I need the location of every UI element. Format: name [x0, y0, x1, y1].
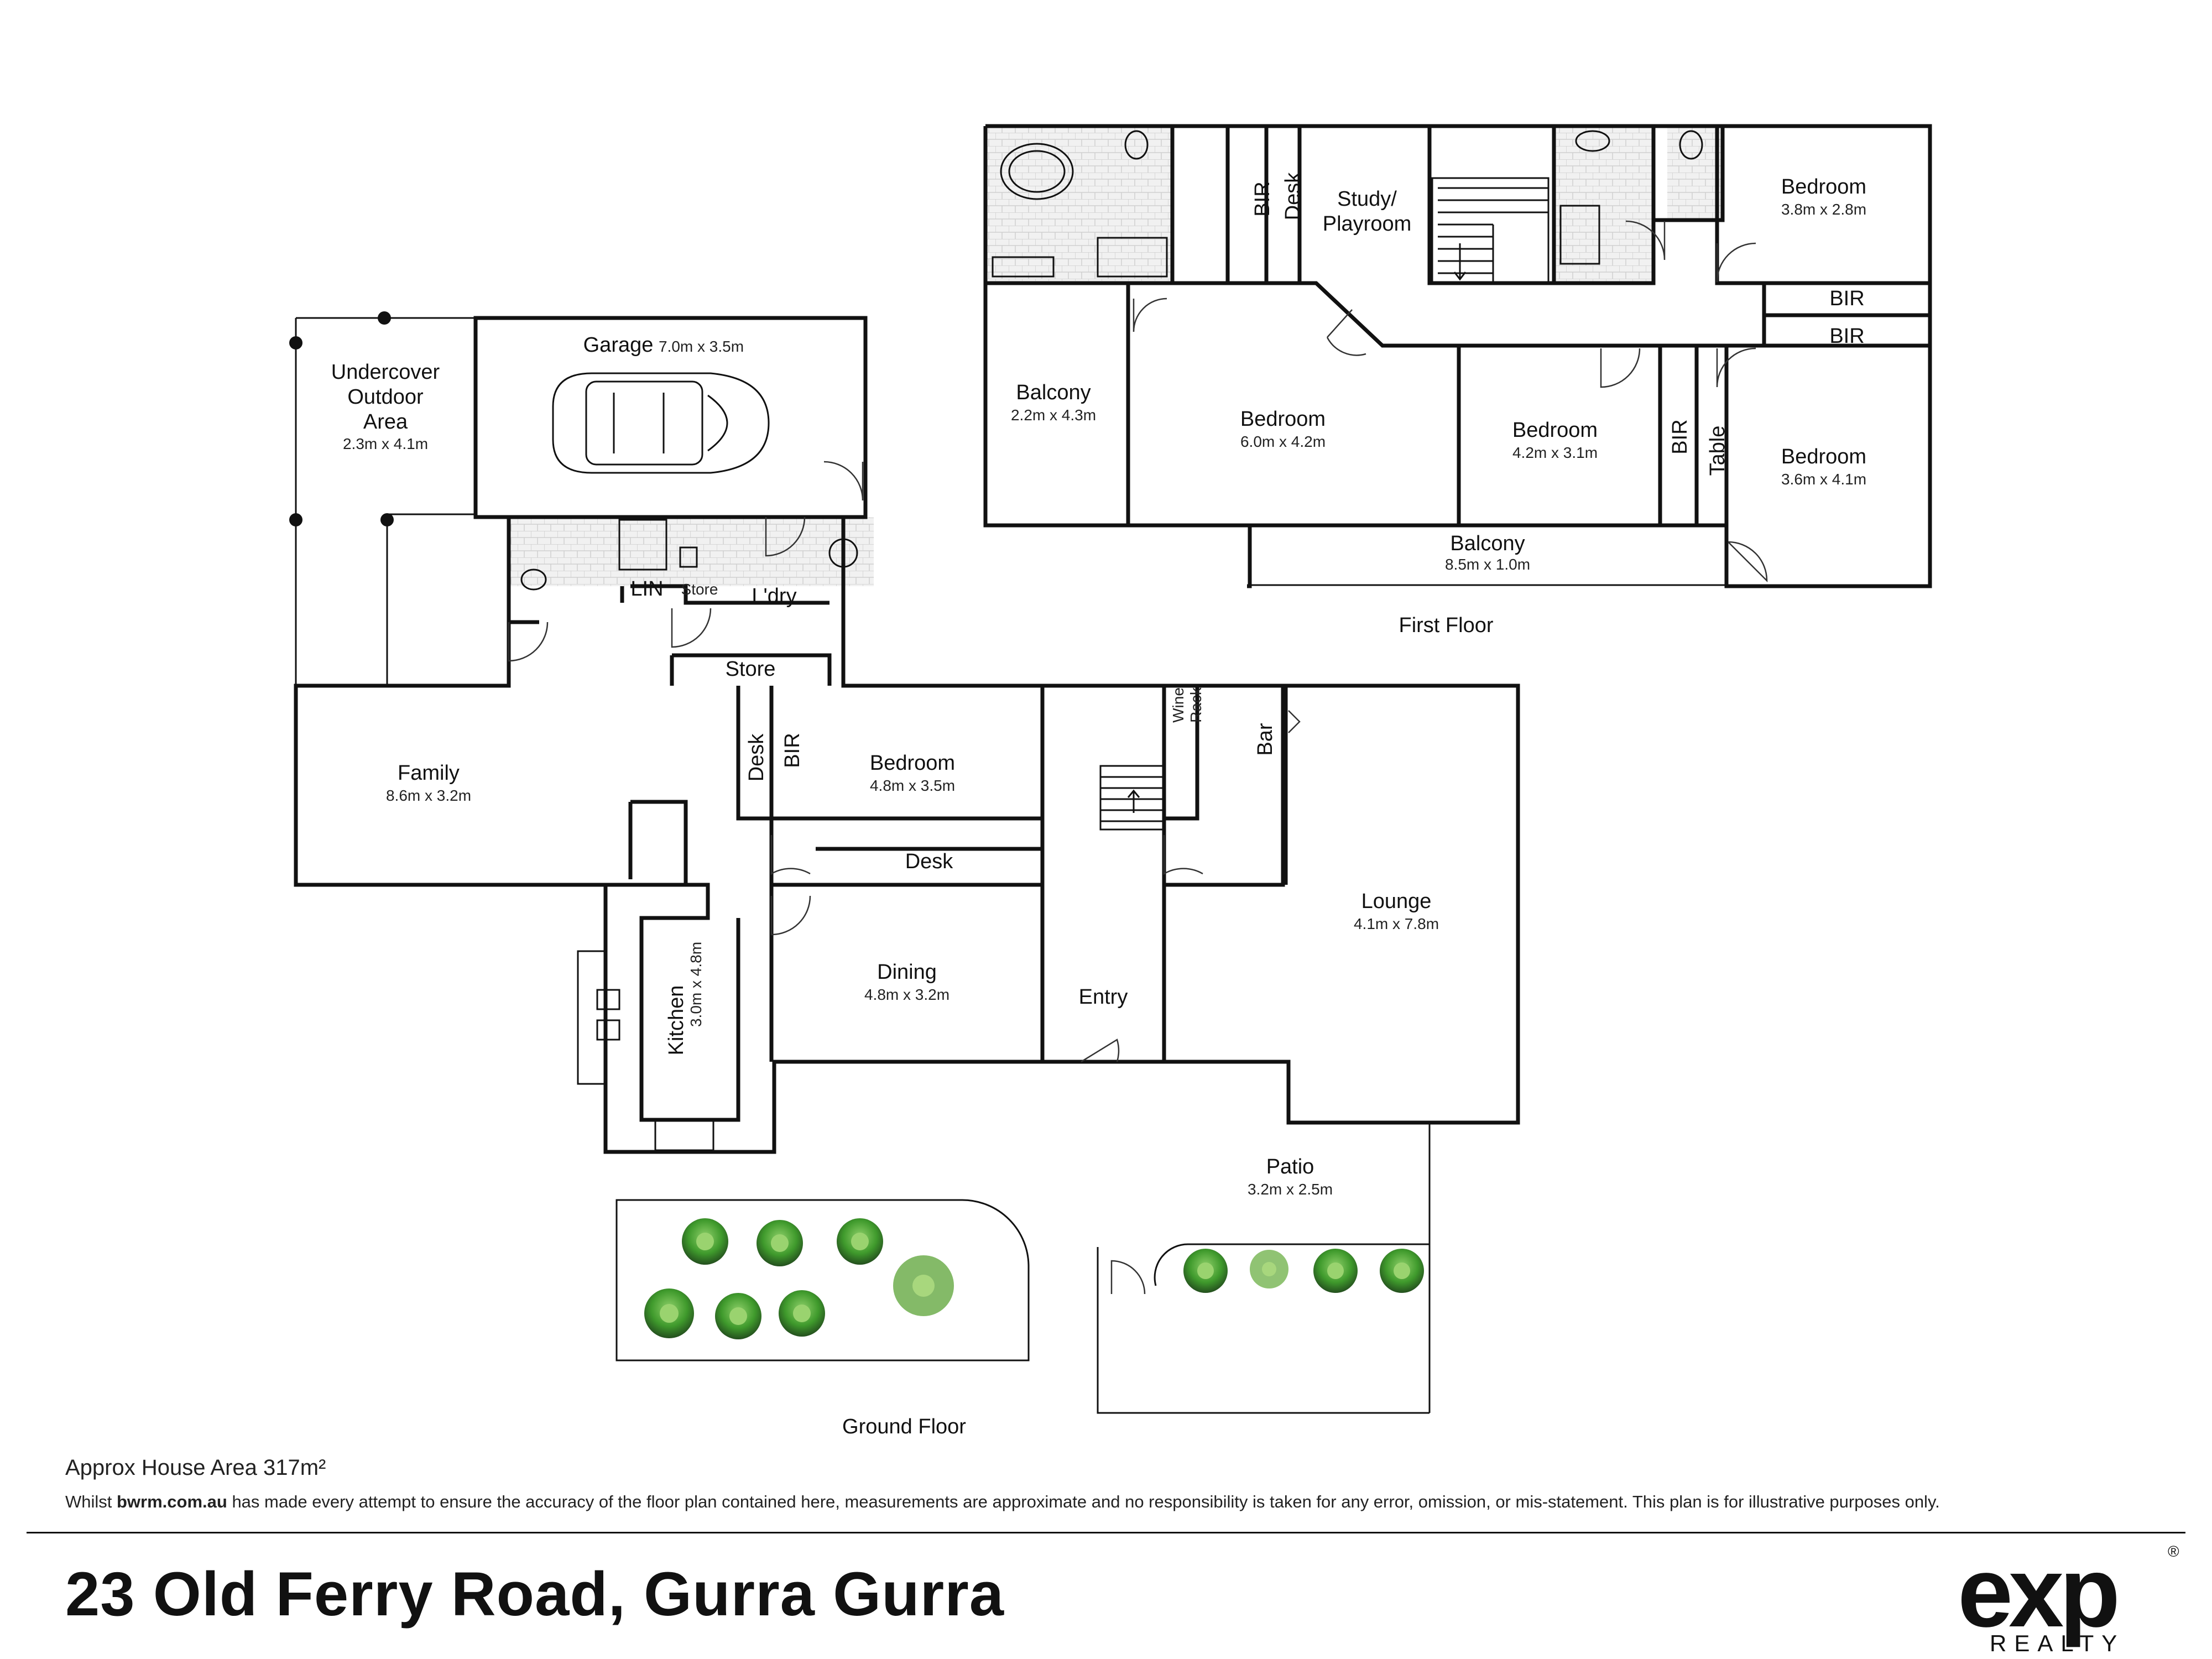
disclaimer: Whilst bwrm.com.au has made every attemp… — [65, 1492, 1940, 1512]
patio-label: Patio — [1266, 1155, 1314, 1178]
first-bir-4-label: BIR — [1668, 419, 1692, 454]
first-desk-label: Desk — [1281, 172, 1305, 221]
plant-icon — [1313, 1249, 1358, 1293]
ground-desk-vertical-label: Desk — [745, 733, 768, 782]
study-label-line2: Playroom — [1323, 212, 1412, 236]
basin-icon — [1575, 130, 1610, 152]
first-bedroom-1-dims: 3.8m x 2.8m — [1781, 201, 1866, 218]
lounge-label: Lounge — [1361, 890, 1432, 913]
garage-dims: 7.0m x 3.5m — [659, 338, 744, 355]
ground-bedroom-label: Bedroom — [870, 752, 955, 775]
plant-icon — [779, 1290, 825, 1337]
undercover-dims: 2.3m x 4.1m — [343, 435, 428, 452]
first-floor — [983, 124, 1932, 588]
first-bedroom-3-dims: 4.2m x 3.1m — [1512, 444, 1598, 461]
cooktop-icon — [654, 1119, 714, 1151]
laundry-label: L'dry — [752, 585, 796, 608]
house-area: Approx House Area 317m² — [65, 1455, 326, 1480]
disclaimer-post: has made every attempt to ensure the acc… — [227, 1492, 1940, 1511]
dining-dims: 4.8m x 3.2m — [864, 986, 950, 1003]
shower-icon — [1097, 237, 1168, 278]
ground-floor-stairs — [1099, 765, 1165, 831]
ground-bir-label: BIR — [781, 733, 804, 768]
first-floor-label: First Floor — [1399, 614, 1494, 637]
ensuite-tiles — [985, 126, 1172, 281]
undercover-label-line3: Area — [363, 410, 408, 434]
balcony-2-dims: 8.5m x 1.0m — [1445, 556, 1530, 573]
plant-icon — [644, 1288, 694, 1338]
shower-icon — [1559, 205, 1600, 265]
palm-plant-icon — [893, 1255, 954, 1316]
table-label: Table — [1706, 426, 1729, 476]
main-bedroom-dims: 6.0m x 4.2m — [1240, 433, 1326, 450]
plant-icon — [837, 1218, 883, 1265]
disclaimer-pre: Whilst — [65, 1492, 117, 1511]
store-label: Store — [726, 658, 776, 681]
room-labels: BIR Desk Study/ Playroom Bedroom 3.8m x … — [331, 172, 1866, 1438]
first-bedroom-4-label: Bedroom — [1781, 445, 1866, 468]
property-address: 23 Old Ferry Road, Gurra Gurra — [65, 1559, 1005, 1629]
store-small-label: Store — [681, 581, 718, 598]
balcony-2-label: Balcony — [1450, 532, 1525, 555]
study-label-line1: Study/ — [1337, 187, 1397, 211]
footer-divider — [27, 1532, 2185, 1533]
undercover-label-line2: Outdoor — [347, 385, 424, 409]
garage-label: Garage — [583, 333, 654, 357]
first-bedroom-4-dims: 3.6m x 4.1m — [1781, 471, 1866, 488]
palm-plant-icon — [1250, 1250, 1288, 1288]
plant-icon — [757, 1220, 803, 1266]
logo-wordmark: exp — [1958, 1537, 2120, 1648]
lounge-dims: 4.1m x 7.8m — [1354, 915, 1439, 932]
first-bedroom-1-label: Bedroom — [1781, 175, 1866, 199]
plant-icon — [715, 1293, 761, 1339]
undercover-label-line1: Undercover — [331, 361, 440, 384]
balcony-1-label: Balcony — [1016, 381, 1091, 404]
ground-floor — [289, 311, 1520, 1414]
vanity-icon — [992, 256, 1055, 278]
toilet-tiles — [1667, 126, 1723, 220]
bathroom-tiles — [1554, 126, 1653, 283]
kitchen-label: Kitchen — [665, 985, 688, 1056]
wine-rack-label-line1: Wine — [1170, 687, 1187, 723]
first-bir-2-label: BIR — [1829, 287, 1864, 310]
garden-bed — [615, 1199, 1030, 1361]
first-bir-3-label: BIR — [1829, 325, 1864, 348]
lin-label: LIN — [630, 577, 663, 601]
laundry-tiles — [509, 517, 874, 586]
plant-icon — [682, 1218, 728, 1265]
family-dims: 8.6m x 3.2m — [386, 787, 471, 804]
dining-label: Dining — [877, 961, 937, 984]
first-floor-stairs — [1431, 177, 1550, 284]
car-icon — [552, 372, 770, 474]
ground-desk-label: Desk — [905, 850, 954, 873]
plant-icon — [1380, 1249, 1424, 1293]
first-bedroom-3-label: Bedroom — [1512, 419, 1598, 442]
kitchen-dims: 3.0m x 4.8m — [687, 942, 705, 1027]
floor-plan: BIR Desk Study/ Playroom Bedroom 3.8m x … — [289, 124, 1932, 1438]
plants — [644, 1218, 1424, 1339]
logo-registered-mark: ® — [2168, 1543, 2179, 1560]
first-bir-1-label: BIR — [1251, 181, 1274, 216]
entry-label: Entry — [1079, 985, 1128, 1009]
family-label: Family — [398, 761, 460, 785]
bar-label: Bar — [1254, 723, 1277, 755]
ground-floor-label: Ground Floor — [842, 1415, 966, 1438]
plant-icon — [1183, 1249, 1228, 1293]
toilet-icon — [1679, 130, 1703, 160]
disclaimer-site: bwrm.com.au — [117, 1492, 227, 1511]
ground-bedroom-dims: 4.8m x 3.5m — [870, 777, 955, 794]
exp-realty-logo: exp ® REALTY — [1958, 1537, 2190, 1657]
patio-dims: 3.2m x 2.5m — [1248, 1181, 1333, 1198]
toilet-icon — [1124, 130, 1149, 160]
balcony-1-dims: 2.2m x 4.3m — [1011, 406, 1096, 424]
bathtub-icon — [1000, 143, 1074, 200]
main-bedroom-label: Bedroom — [1240, 408, 1326, 431]
wine-rack-label-line2: Rack — [1187, 687, 1204, 723]
logo-subtitle: REALTY — [1990, 1630, 2125, 1656]
